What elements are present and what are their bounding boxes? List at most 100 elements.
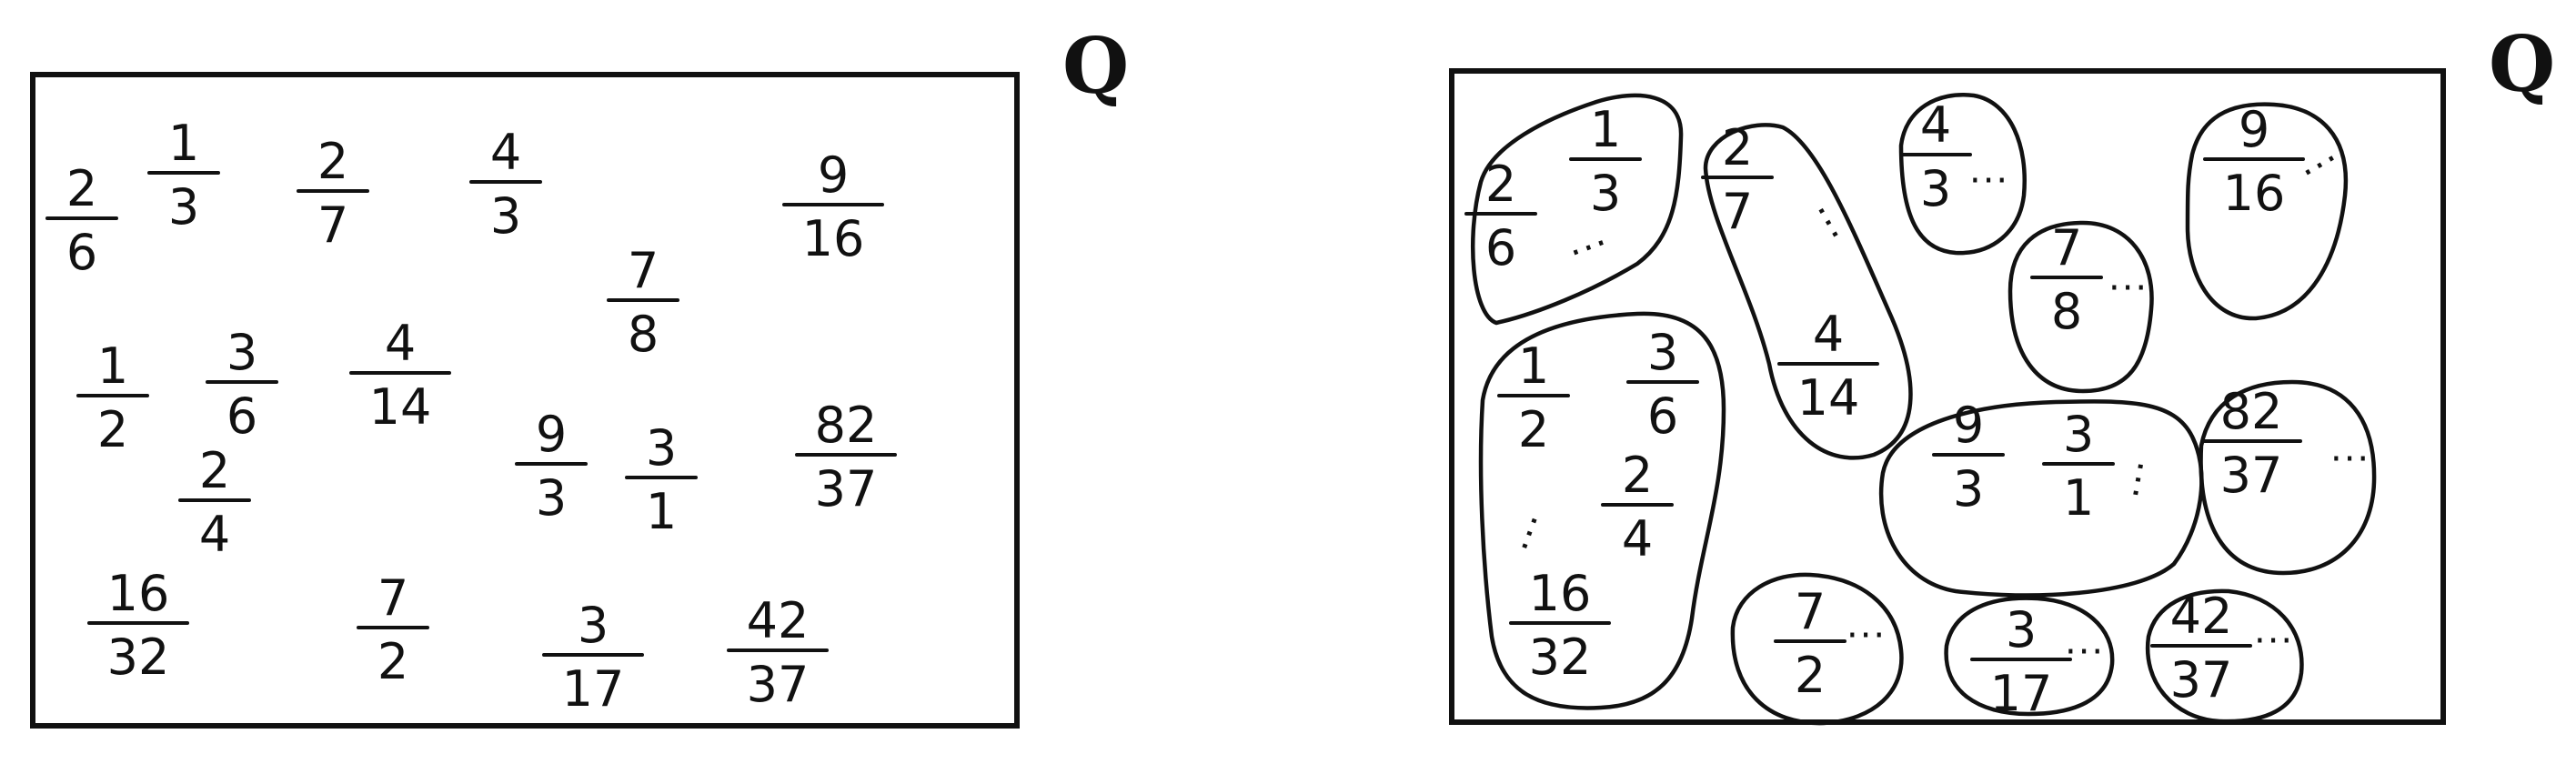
fraction-left-2-4: 24 [178,442,251,563]
continuation-dots-1-3: ··· [1564,222,1615,275]
fraction-denominator: 3 [536,469,567,527]
fraction-numerator: 7 [1795,583,1826,640]
class-outline-4-3 [1898,93,2027,256]
fraction-numerator: 2 [1722,119,1753,176]
fraction-denominator: 37 [2220,447,2283,504]
class-outline-3-17 [1944,596,2115,717]
fraction-numerator: 3 [646,419,677,477]
class-outline-9-16 [2185,102,2349,321]
fraction-denominator: 6 [1485,219,1516,276]
class-outline-1-3 [1470,93,1684,326]
fraction-left-4-14: 414 [349,315,451,436]
fraction-denominator: 17 [562,660,625,718]
fraction-numerator: 9 [1953,397,1984,454]
equivalence-class-outlines [1470,93,2377,726]
fraction-denominator: 14 [369,378,432,436]
fraction-denominator: 2 [1795,647,1826,704]
left-set-label: Q [1062,21,1129,111]
fraction-left-4-3: 43 [469,124,542,245]
fraction-left-9-16: 916 [782,146,884,267]
class-outline-1-2 [1478,311,1726,710]
fraction-numerator: 42 [2170,588,2233,645]
class-outline-7-2 [1730,572,1904,726]
fraction-numerator: 9 [818,146,849,204]
fraction-numerator: 3 [226,324,257,381]
fraction-denominator: 16 [2223,165,2286,222]
class-outline-82-37 [2199,379,2377,576]
fraction-right-3-6: 36 [1626,324,1699,445]
fraction-left-3-6: 36 [206,324,278,445]
fraction-right-1-3: 13 [1569,101,1642,222]
fraction-denominator: 1 [2063,469,2094,527]
fraction-numerator: 3 [1647,324,1678,381]
continuation-dots-42-37: ··· [2254,620,2294,662]
fraction-denominator: 37 [747,656,810,713]
fraction-denominator: 8 [628,306,659,363]
fraction-left-3-1: 31 [625,419,698,540]
fraction-denominator: 3 [1590,165,1621,222]
fraction-numerator: 2 [317,133,348,190]
fraction-right-2-7: 27 [1701,119,1774,240]
continuation-dots-7-8: ··· [2108,267,2148,309]
fraction-numerator: 4 [490,124,521,181]
fraction-numerator: 82 [815,397,878,454]
fraction-numerator: 82 [2220,383,2283,440]
fraction-denominator: 32 [1529,628,1592,686]
right-panel: Q 13262741443916781236241632933182377231… [1449,19,2555,726]
fraction-denominator: 8 [2051,283,2082,340]
fraction-right-3-1: 31 [2042,406,2115,527]
fraction-left-7-8: 78 [607,242,679,363]
fraction-numerator: 1 [1590,101,1621,158]
fraction-right-2-4: 24 [1601,447,1674,568]
fraction-numerator: 42 [747,592,810,649]
fraction-denominator: 17 [1990,665,2053,722]
fraction-denominator: 2 [377,633,408,690]
fraction-right-1-2: 12 [1497,337,1570,458]
fraction-numerator: 16 [1529,565,1592,622]
fraction-right-4-14: 414 [1777,306,1879,427]
fraction-right-7-2: 72 [1774,583,1846,704]
fraction-numerator: 4 [1813,306,1844,363]
fraction-numerator: 2 [1622,447,1653,504]
left-panel: Q 13262743916784141236249331823716327231… [30,21,1129,729]
fraction-denominator: 4 [1622,510,1653,568]
right-set-frame [1449,68,2446,725]
fraction-denominator: 37 [2170,651,2233,709]
continuation-dots-4-3: ··· [1969,160,2009,202]
continuation-dots-2-7: ··· [1800,196,1857,251]
fraction-left-2-7: 27 [297,133,369,254]
continuation-dots-9-3: ··· [2115,456,2163,502]
fraction-numerator: 1 [97,337,128,395]
fraction-right-9-3: 93 [1932,397,2005,518]
fraction-left-3-17: 317 [542,597,644,718]
fraction-numerator: 9 [536,406,567,463]
left-set-frame [30,72,1020,729]
fraction-denominator: 6 [66,224,97,281]
fraction-denominator: 16 [802,210,865,267]
fraction-right-7-8: 78 [2030,219,2103,340]
fraction-numerator: 7 [628,242,659,299]
fraction-numerator: 2 [199,442,230,499]
class-outline-9-3 [1878,399,2204,598]
fraction-numerator: 7 [2051,219,2082,276]
fraction-denominator: 7 [317,196,348,254]
fraction-right-2-6: 26 [1464,156,1537,276]
fraction-denominator: 6 [1647,387,1678,445]
fraction-denominator: 32 [107,628,170,686]
fraction-numerator: 16 [107,565,170,622]
left-fraction-group: 1326274391678414123624933182371632723174… [45,115,897,718]
fraction-numerator: 2 [1485,156,1516,213]
fraction-numerator: 3 [2006,601,2037,658]
fraction-denominator: 4 [199,506,230,563]
fraction-denominator: 6 [226,387,257,445]
fraction-left-2-6: 26 [45,160,118,281]
fraction-denominator: 37 [815,460,878,518]
fraction-numerator: 9 [2239,101,2269,158]
fraction-numerator: 3 [578,597,609,654]
